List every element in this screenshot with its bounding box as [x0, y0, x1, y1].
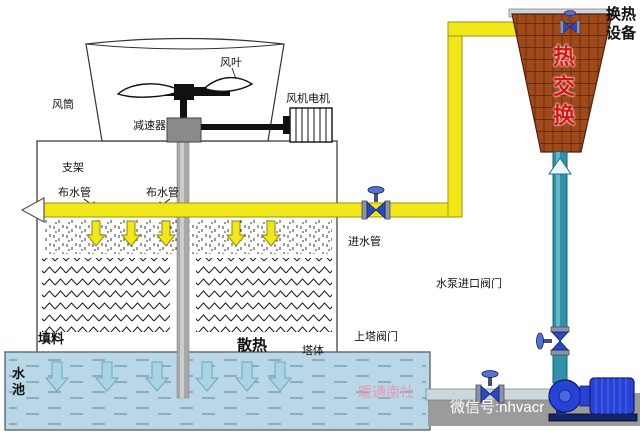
label-support: 支架	[62, 162, 84, 174]
label-water-dist-pipe-2: 布水管	[146, 187, 179, 199]
drive-shaft	[176, 139, 190, 399]
label-heat-dissipation: 散热	[237, 337, 268, 354]
label-upper-tower-valve: 上塔阀门	[354, 331, 398, 343]
label-heat-exchange: 热交换	[553, 44, 576, 129]
water-pump	[548, 377, 638, 422]
label-reducer: 减速器	[133, 120, 166, 132]
label-water-dist-pipe-1: 布水管	[58, 187, 91, 199]
label-fill-material: 填料	[38, 331, 65, 346]
fan-blade-right	[205, 76, 254, 92]
pump-motor	[589, 377, 635, 415]
label-heat-exchange-equipment: 换热设备	[606, 6, 637, 42]
label-inlet-pipe: 进水管	[348, 236, 381, 248]
fill-material-blocks	[42, 258, 332, 332]
label-water-pool: 水池	[12, 366, 26, 397]
label-fan-motor: 风机电机	[286, 93, 330, 105]
fan-hub-bar	[160, 87, 230, 96]
reducer-box	[166, 117, 202, 143]
flow-arrow-up	[548, 157, 572, 175]
label-fan-blade: 风叶	[220, 57, 242, 69]
label-pump-inlet-valve: 水泵进口阀门	[436, 278, 502, 290]
fan-assembly	[85, 37, 333, 143]
watermark-brand: 暖通南社	[358, 384, 414, 400]
watermark-wechat-id: 微信号:nhvacr	[450, 399, 545, 416]
water-pool	[4, 351, 431, 431]
label-tower-body: 塔体	[302, 345, 324, 357]
riser-valve	[536, 326, 570, 356]
label-fan-duct: 风筒	[52, 99, 74, 111]
motor-shaft	[201, 124, 285, 130]
flow-arrow-left	[20, 196, 45, 224]
fan-motor-body	[289, 107, 333, 143]
